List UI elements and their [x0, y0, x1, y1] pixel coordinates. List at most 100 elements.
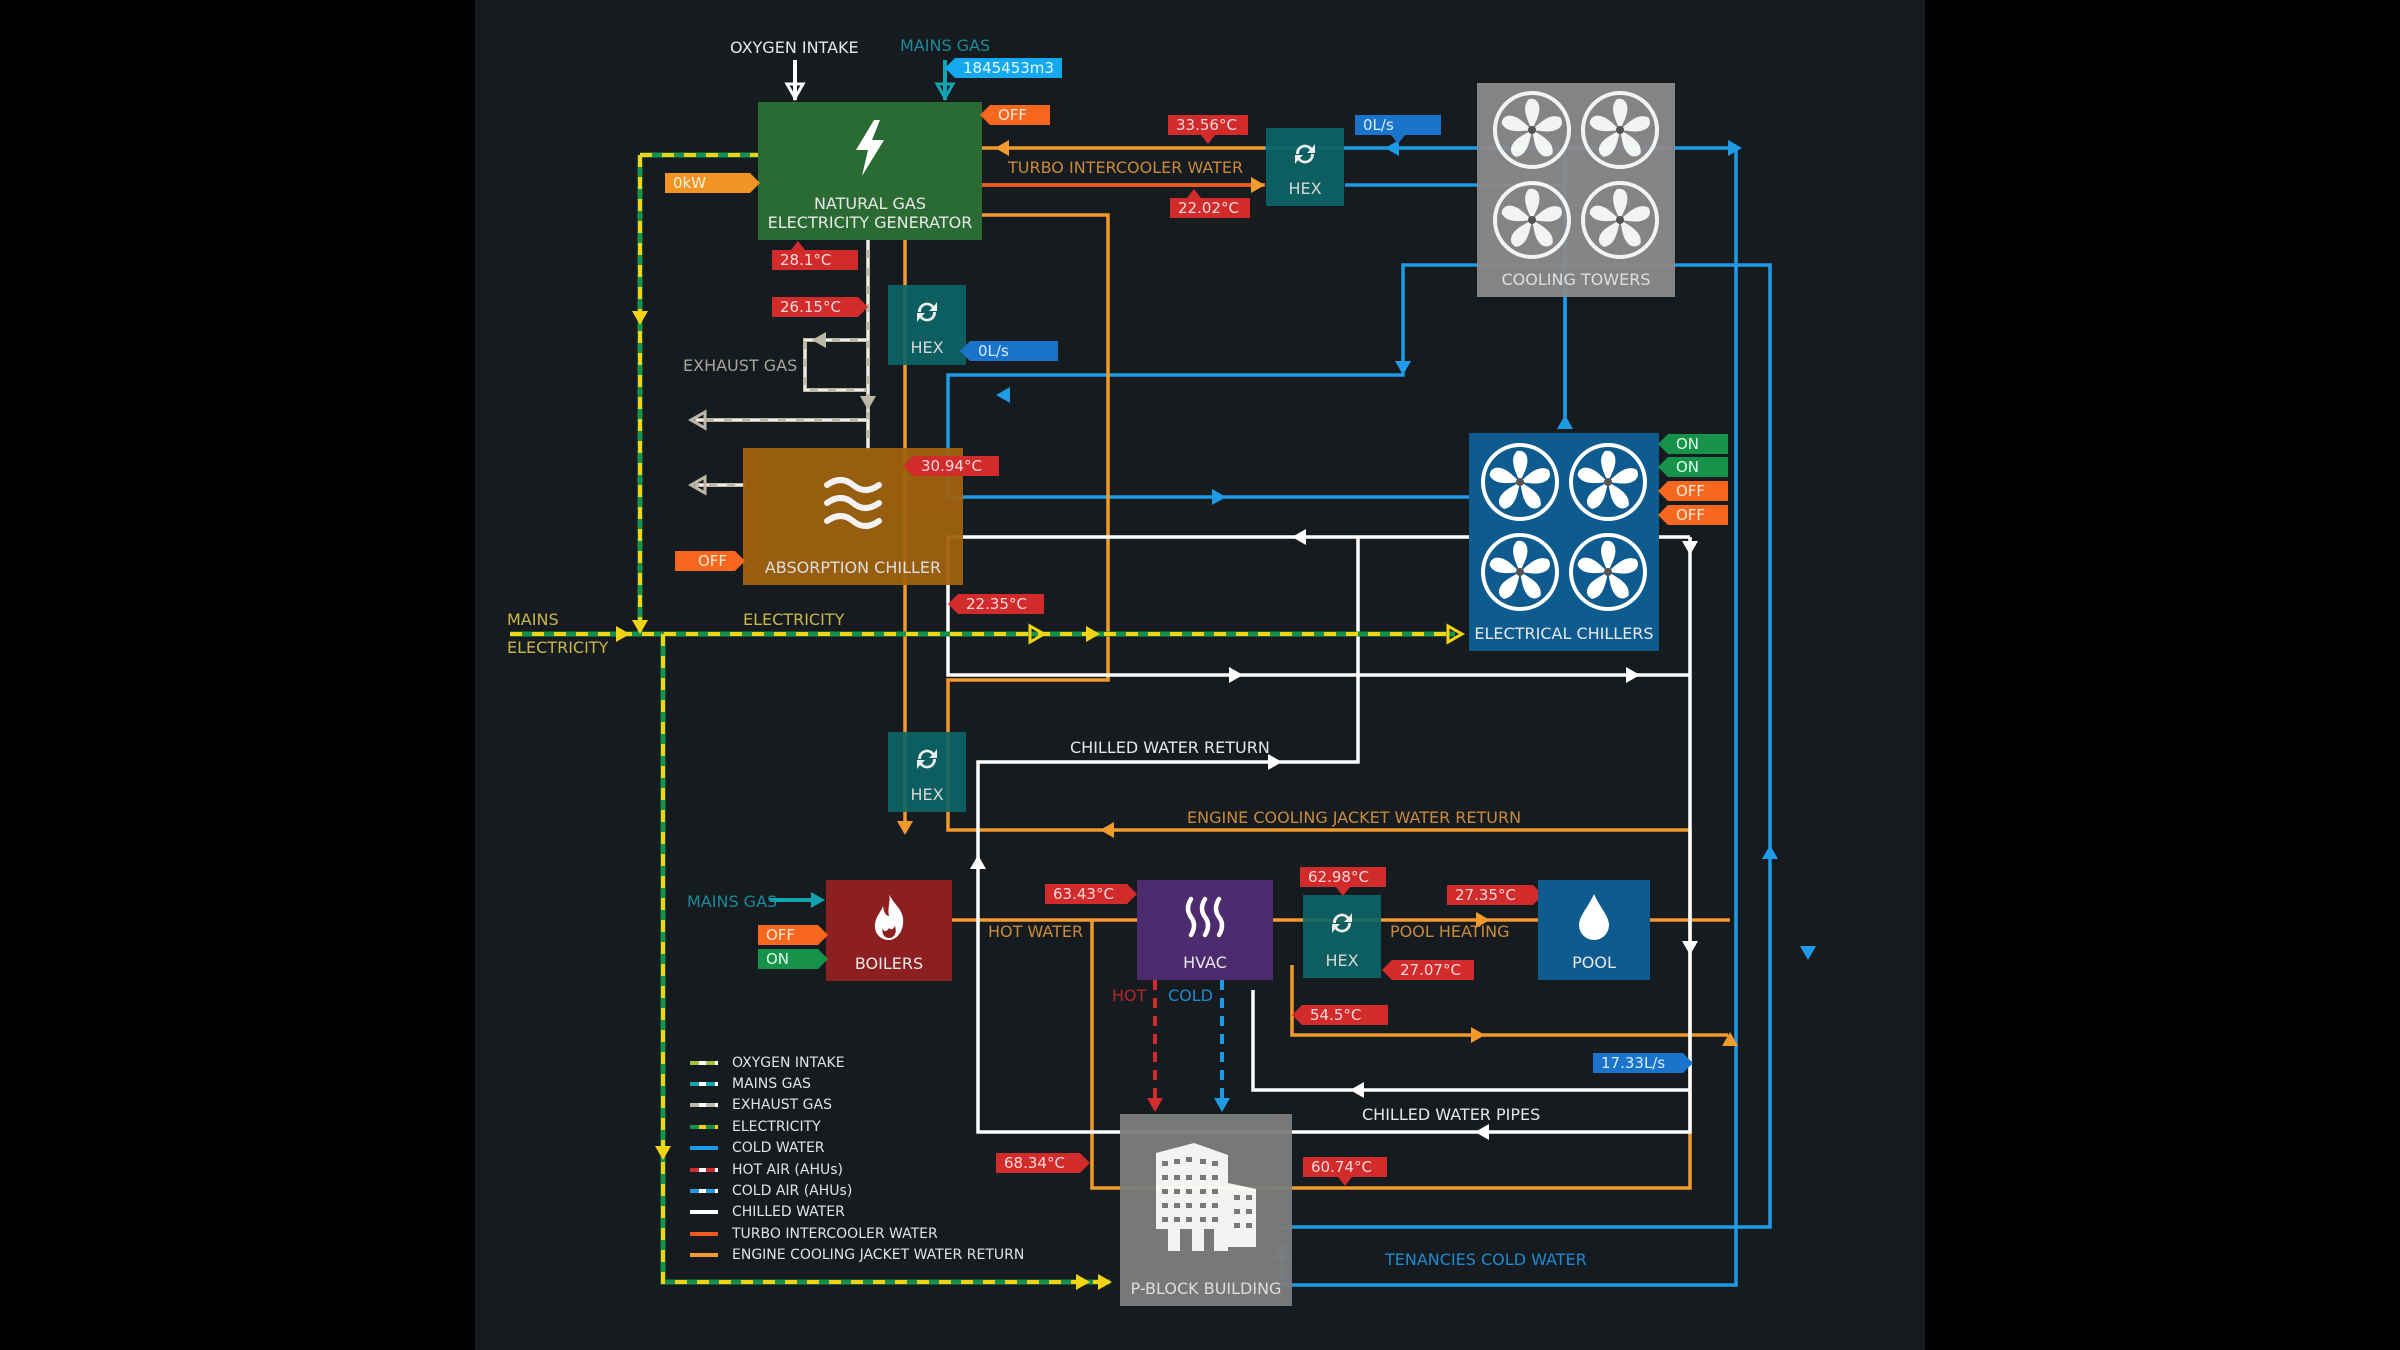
- hex-pool-label: HEX: [1325, 951, 1359, 970]
- legend-swatch: [690, 1210, 718, 1215]
- hvac-label: HVAC: [1183, 953, 1227, 972]
- intercooler-out-temp: 33.56°C: [1168, 115, 1248, 144]
- intake-pipes: [770, 60, 947, 902]
- generator-temp-1: 28.1°C: [772, 241, 858, 270]
- p-block-building-label: P-BLOCK BUILDING: [1130, 1279, 1282, 1298]
- flame-icon: [871, 880, 907, 954]
- boilers-label: BOILERS: [854, 954, 924, 973]
- legend-swatch: [690, 1082, 718, 1087]
- oxygen-intake-label: OXYGEN INTAKE: [730, 38, 859, 57]
- lightning-bolt-icon: [850, 102, 890, 194]
- ahu-air-pipes: [1153, 980, 1224, 1100]
- legend-item: MAINS GAS: [690, 1073, 1024, 1094]
- water-drop-icon: [1577, 880, 1611, 953]
- building-icon: [1154, 1114, 1258, 1279]
- mains-electricity-label-1: MAINS: [507, 610, 559, 629]
- hex-left-label: HEX: [910, 338, 944, 357]
- hex-mid-label: HEX: [910, 785, 944, 804]
- boiler-2-status: ON: [758, 949, 828, 969]
- fan-grid: [1479, 433, 1649, 624]
- electrical-chillers[interactable]: ELECTRICAL CHILLERS: [1469, 433, 1659, 651]
- chiller-3-status: OFF: [1658, 481, 1728, 501]
- return-hex-temp: 54.5°C: [1292, 1005, 1388, 1025]
- generator-label-2: ELECTRICITY GENERATOR: [767, 213, 973, 232]
- fan-icon: [1579, 89, 1661, 175]
- generator-status: OFF: [980, 105, 1050, 125]
- chiller-1-status: ON: [1658, 434, 1728, 454]
- fan-icon: [1579, 179, 1661, 265]
- heat-waves-icon: [1183, 880, 1227, 953]
- fan-icon: [1567, 531, 1649, 617]
- gas-arrow-boilers: [811, 892, 825, 908]
- intercooler-in-temp: 22.02°C: [1170, 189, 1250, 218]
- generator-power-reading: 0kW: [665, 173, 760, 193]
- building-return-temp: 60.74°C: [1303, 1157, 1387, 1186]
- exhaust-arrows: [687, 409, 707, 496]
- fan-icon: [1479, 441, 1561, 527]
- legend-label: CHILLED WATER: [732, 1204, 845, 1221]
- absorption-status: OFF: [675, 551, 745, 571]
- legend-swatch: [690, 1146, 718, 1151]
- electricity-arrows: [616, 311, 1112, 1290]
- chiller-4-status: OFF: [1658, 505, 1728, 525]
- engine-cooling-return-label: ENGINE COOLING JACKET WATER RETURN: [1187, 808, 1522, 827]
- legend-label: TURBO INTERCOOLER WATER: [732, 1225, 938, 1242]
- hex-pool[interactable]: HEX: [1303, 895, 1381, 978]
- hex-left-flow: 0L/s: [960, 341, 1058, 361]
- exchange-cycle-icon: [912, 732, 942, 785]
- fan-icon: [1479, 531, 1561, 617]
- mains-gas-boilers-label: MAINS GAS: [687, 892, 778, 911]
- natural-gas-generator[interactable]: NATURAL GAS ELECTRICITY GENERATOR: [758, 102, 982, 240]
- hvac[interactable]: HVAC: [1137, 880, 1273, 980]
- legend-label: OXYGEN INTAKE: [732, 1054, 845, 1071]
- legend-label: COLD WATER: [732, 1140, 825, 1157]
- hot-water-label: HOT WATER: [988, 922, 1084, 941]
- legend-item: OXYGEN INTAKE: [690, 1052, 1024, 1073]
- legend-item: HOT AIR (AHUs): [690, 1159, 1024, 1180]
- legend-item: ENGINE COOLING JACKET WATER RETURN: [690, 1245, 1024, 1266]
- cooling-towers[interactable]: COOLING TOWERS: [1477, 83, 1675, 297]
- hex-top[interactable]: HEX: [1266, 128, 1344, 206]
- legend-item: CHILLED WATER: [690, 1202, 1024, 1223]
- mains-electricity-label-2: ELECTRICITY: [507, 638, 609, 657]
- electricity-hollow-arrows: [1028, 623, 1466, 645]
- jacket-water-arrows: [897, 821, 1738, 1046]
- fan-icon: [1491, 89, 1573, 175]
- pool-in-temp: 27.35°C: [1447, 885, 1543, 905]
- legend-label: ELECTRICITY: [732, 1118, 821, 1135]
- boilers[interactable]: BOILERS: [826, 880, 952, 981]
- hex-left[interactable]: HEX: [888, 285, 966, 365]
- legend-swatch: [690, 1124, 718, 1129]
- fan-icon: [1491, 179, 1573, 265]
- exhaust-arrow-down: [812, 332, 876, 410]
- exchange-cycle-icon: [1327, 895, 1357, 951]
- electrical-chillers-label: ELECTRICAL CHILLERS: [1474, 624, 1654, 643]
- cooling-towers-label: COOLING TOWERS: [1501, 270, 1651, 289]
- chilled-water-arrows: [970, 529, 1698, 1140]
- pool[interactable]: POOL: [1538, 880, 1650, 980]
- tenancies-cold-water-label: TENANCIES COLD WATER: [1385, 1250, 1587, 1269]
- hex-top-label: HEX: [1288, 179, 1322, 198]
- tower-flow-reading: 0L/s: [1355, 115, 1441, 144]
- building-hot-temp: 68.34°C: [996, 1153, 1090, 1173]
- chilled-temp: 22.35°C: [948, 594, 1044, 614]
- legend: OXYGEN INTAKE MAINS GAS EXHAUST GAS ELECTRI…: [690, 1052, 1024, 1266]
- legend-item: COLD WATER: [690, 1138, 1024, 1159]
- legend-label: EXHAUST GAS: [732, 1097, 832, 1114]
- ahu-cold-arrow: [1214, 1098, 1230, 1112]
- waves-icon: [823, 448, 883, 558]
- hex-mid[interactable]: HEX: [888, 732, 966, 812]
- p-block-building[interactable]: P-BLOCK BUILDING: [1120, 1114, 1292, 1306]
- legend-label: HOT AIR (AHUs): [732, 1161, 844, 1178]
- pool-label: POOL: [1572, 953, 1616, 972]
- generator-label-1: NATURAL GAS: [813, 194, 927, 213]
- legend-swatch: [690, 1189, 718, 1194]
- legend-item: COLD AIR (AHUs): [690, 1180, 1024, 1201]
- hex-pool-in-temp: 62.98°C: [1300, 867, 1386, 896]
- legend-swatch: [690, 1167, 718, 1172]
- chilled-flow-reading: 17.33L/s: [1593, 1053, 1693, 1073]
- legend-item: EXHAUST GAS: [690, 1095, 1024, 1116]
- gas-meter-reading: 1845453m3: [945, 58, 1062, 78]
- legend-label: COLD AIR (AHUs): [732, 1183, 853, 1200]
- fan-icon: [1567, 441, 1649, 527]
